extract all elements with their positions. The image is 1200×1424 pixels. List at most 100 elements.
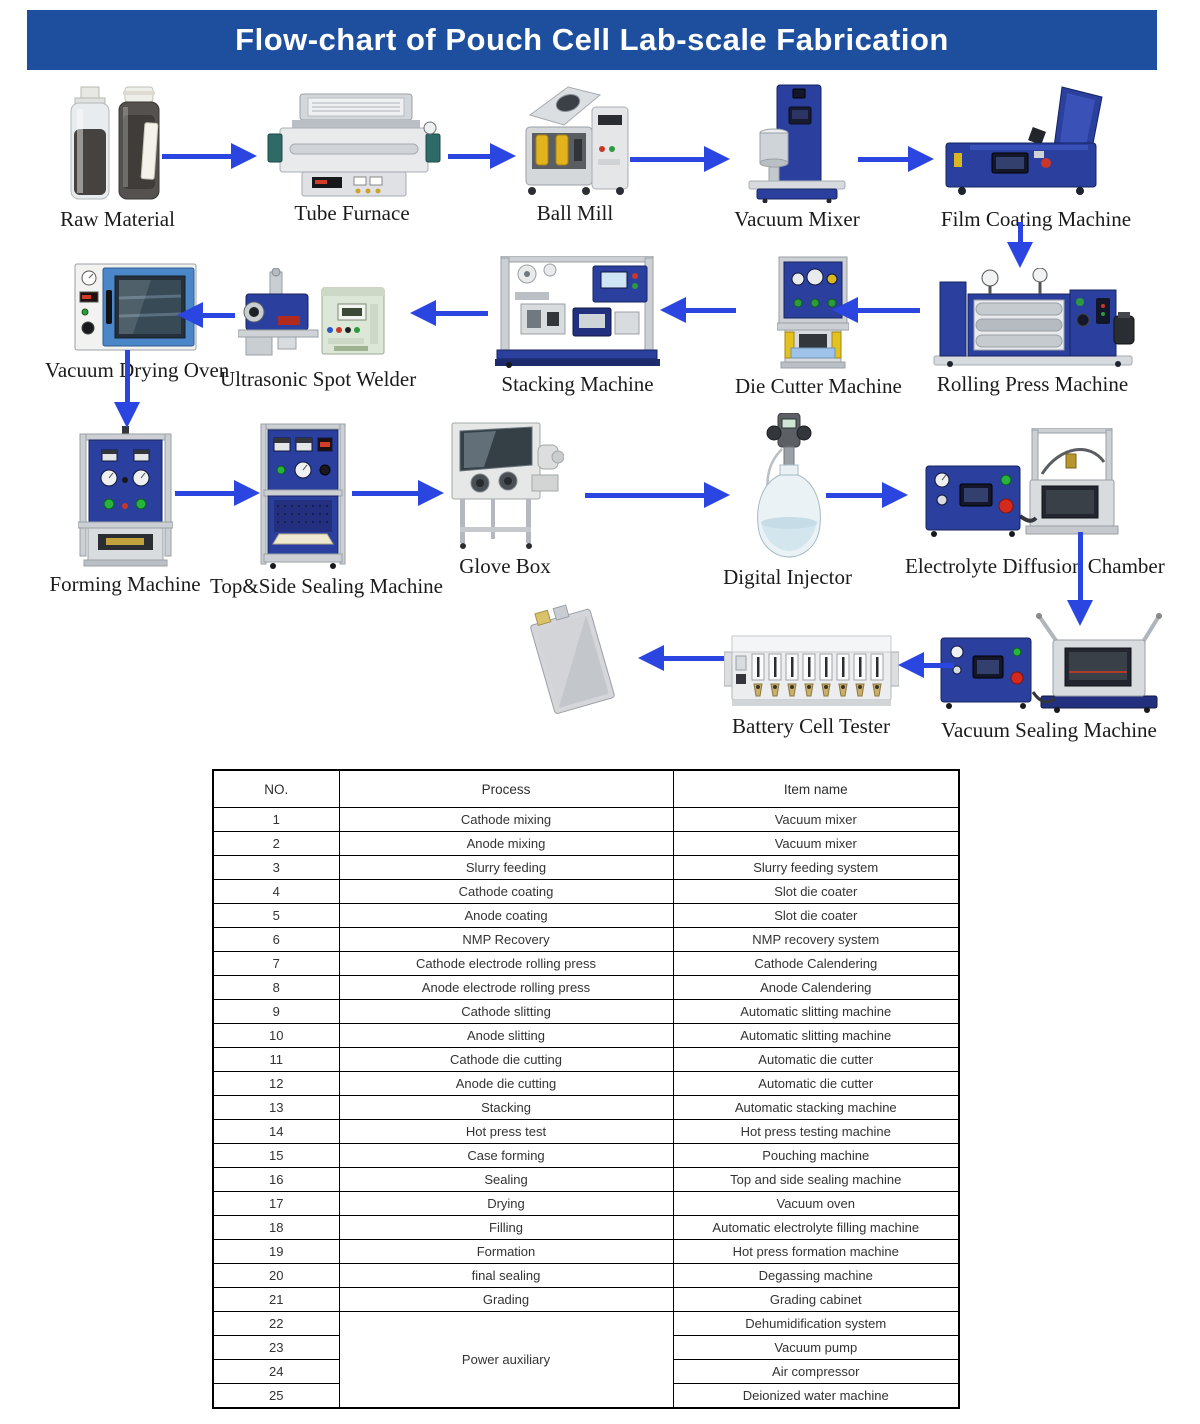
cell-no: 23: [212, 1335, 340, 1360]
top-side-sealing-machine-image: [260, 423, 345, 569]
flow-arrow-13: [585, 482, 730, 508]
cell-process: final sealing: [338, 1263, 674, 1288]
flow-node-label: Top&Side Sealing Machine: [210, 574, 443, 598]
table-header-row: NO. Process Item name: [212, 769, 960, 808]
flow-node-die-cutter-machine: Die Cutter Machine: [735, 255, 902, 399]
flow-node-label: Die Cutter Machine: [735, 374, 902, 398]
flow-arrow-14: [826, 482, 908, 508]
vacuum-drying-oven-image: [74, 263, 196, 351]
cell-no: 4: [212, 879, 340, 904]
flow-node-label: Digital Injector: [723, 565, 852, 589]
flow-node-tube-furnace: Tube Furnace: [262, 92, 442, 226]
cell-no: 9: [212, 999, 340, 1024]
flow-node-electrolyte-diffusion-chamber: Electrolyte Diffusion Chamber: [905, 428, 1165, 579]
rolling-press-machine-image: [933, 268, 1134, 367]
cell-no: 21: [212, 1287, 340, 1312]
cell-process: Cathode electrode rolling press: [338, 951, 674, 976]
cell-item: Automatic slitting machine: [672, 999, 960, 1024]
cell-no: 20: [212, 1263, 340, 1288]
flow-node-glove-box: Glove Box: [435, 415, 575, 579]
cell-item: Slot die coater: [672, 903, 960, 928]
cell-no: 3: [212, 855, 340, 880]
cell-no: 18: [212, 1215, 340, 1240]
cell-process: Hot press test: [338, 1119, 674, 1144]
flow-node-label: Glove Box: [459, 554, 551, 578]
cell-process: Stacking: [338, 1095, 674, 1120]
flow-node-label: Ball Mill: [536, 201, 614, 225]
cell-process: Drying: [338, 1191, 674, 1216]
cell-process: Sealing: [338, 1167, 674, 1192]
cell-item: Top and side sealing machine: [672, 1167, 960, 1192]
flow-node-top-side-sealing-machine: Top&Side Sealing Machine: [210, 422, 443, 599]
cell-process: Anode slitting: [338, 1023, 674, 1048]
cell-no: 12: [212, 1071, 340, 1096]
flow-arrow-16: [898, 652, 954, 678]
tube-furnace-image: [267, 93, 441, 197]
cell-no: 5: [212, 903, 340, 928]
flow-node-ball-mill: Ball Mill: [505, 85, 645, 226]
cell-no: 16: [212, 1167, 340, 1192]
flow-node-rolling-press-machine: Rolling Press Machine: [920, 268, 1145, 397]
cell-item: Automatic stacking machine: [672, 1095, 960, 1120]
flow-node-label: Tube Furnace: [294, 201, 410, 225]
cell-item: Air compressor: [672, 1359, 960, 1384]
flow-node-label: Forming Machine: [49, 572, 201, 596]
flow-node-forming-machine: Forming Machine: [40, 426, 210, 597]
flow-node-film-coating-machine: Film Coating Machine: [930, 85, 1142, 232]
cell-no: 14: [212, 1119, 340, 1144]
flow-arrow-9: [177, 302, 235, 328]
cell-process: Grading: [338, 1287, 674, 1312]
cell-process: Anode mixing: [338, 831, 674, 856]
flow-arrow-6: [832, 297, 920, 323]
cell-no: 13: [212, 1095, 340, 1120]
flow-node-ultrasonic-spot-welder: Ultrasonic Spot Welder: [220, 268, 416, 392]
cell-item: NMP recovery system: [672, 927, 960, 952]
flow-arrow-15: [1067, 532, 1093, 626]
raw-material-image: [70, 86, 159, 200]
flow-node-label: Rolling Press Machine: [936, 372, 1129, 396]
flow-node-vacuum-drying-oven: Vacuum Drying Oven: [45, 262, 230, 383]
flow-node-digital-injector: Digital Injector: [715, 413, 860, 590]
cell-process: Cathode slitting: [338, 999, 674, 1024]
flow-node-vacuum-sealing-machine: Vacuum Sealing Machine: [935, 612, 1163, 743]
cell-item: Grading cabinet: [672, 1287, 960, 1312]
col-header-no: NO.: [212, 769, 340, 808]
cell-no: 22: [212, 1311, 340, 1336]
cell-process: Formation: [338, 1239, 674, 1264]
flow-arrow-12: [352, 480, 444, 506]
flow-arrow-5: [1007, 222, 1033, 268]
flow-node-battery-cell-tester: Battery Cell Tester: [722, 632, 900, 739]
flow-arrow-2: [448, 143, 516, 169]
flow-node-label: Film Coating Machine: [940, 207, 1132, 231]
cell-item: Cathode Calendering: [672, 951, 960, 976]
title-banner: Flow-chart of Pouch Cell Lab-scale Fabri…: [27, 10, 1157, 70]
cell-item: Dehumidification system: [672, 1311, 960, 1336]
stacking-machine-image: [495, 256, 660, 368]
cell-process-merged: Power auxiliary: [338, 1311, 674, 1409]
cell-item: Automatic die cutter: [672, 1047, 960, 1072]
flow-node-label: Vacuum Drying Oven: [45, 358, 230, 382]
cell-item: Degassing machine: [672, 1263, 960, 1288]
col-header-process: Process: [338, 769, 674, 808]
cell-process: Filling: [338, 1215, 674, 1240]
glove-box-image: [451, 422, 564, 549]
cell-process: Anode die cutting: [338, 1071, 674, 1096]
flow-arrow-1: [162, 143, 257, 169]
